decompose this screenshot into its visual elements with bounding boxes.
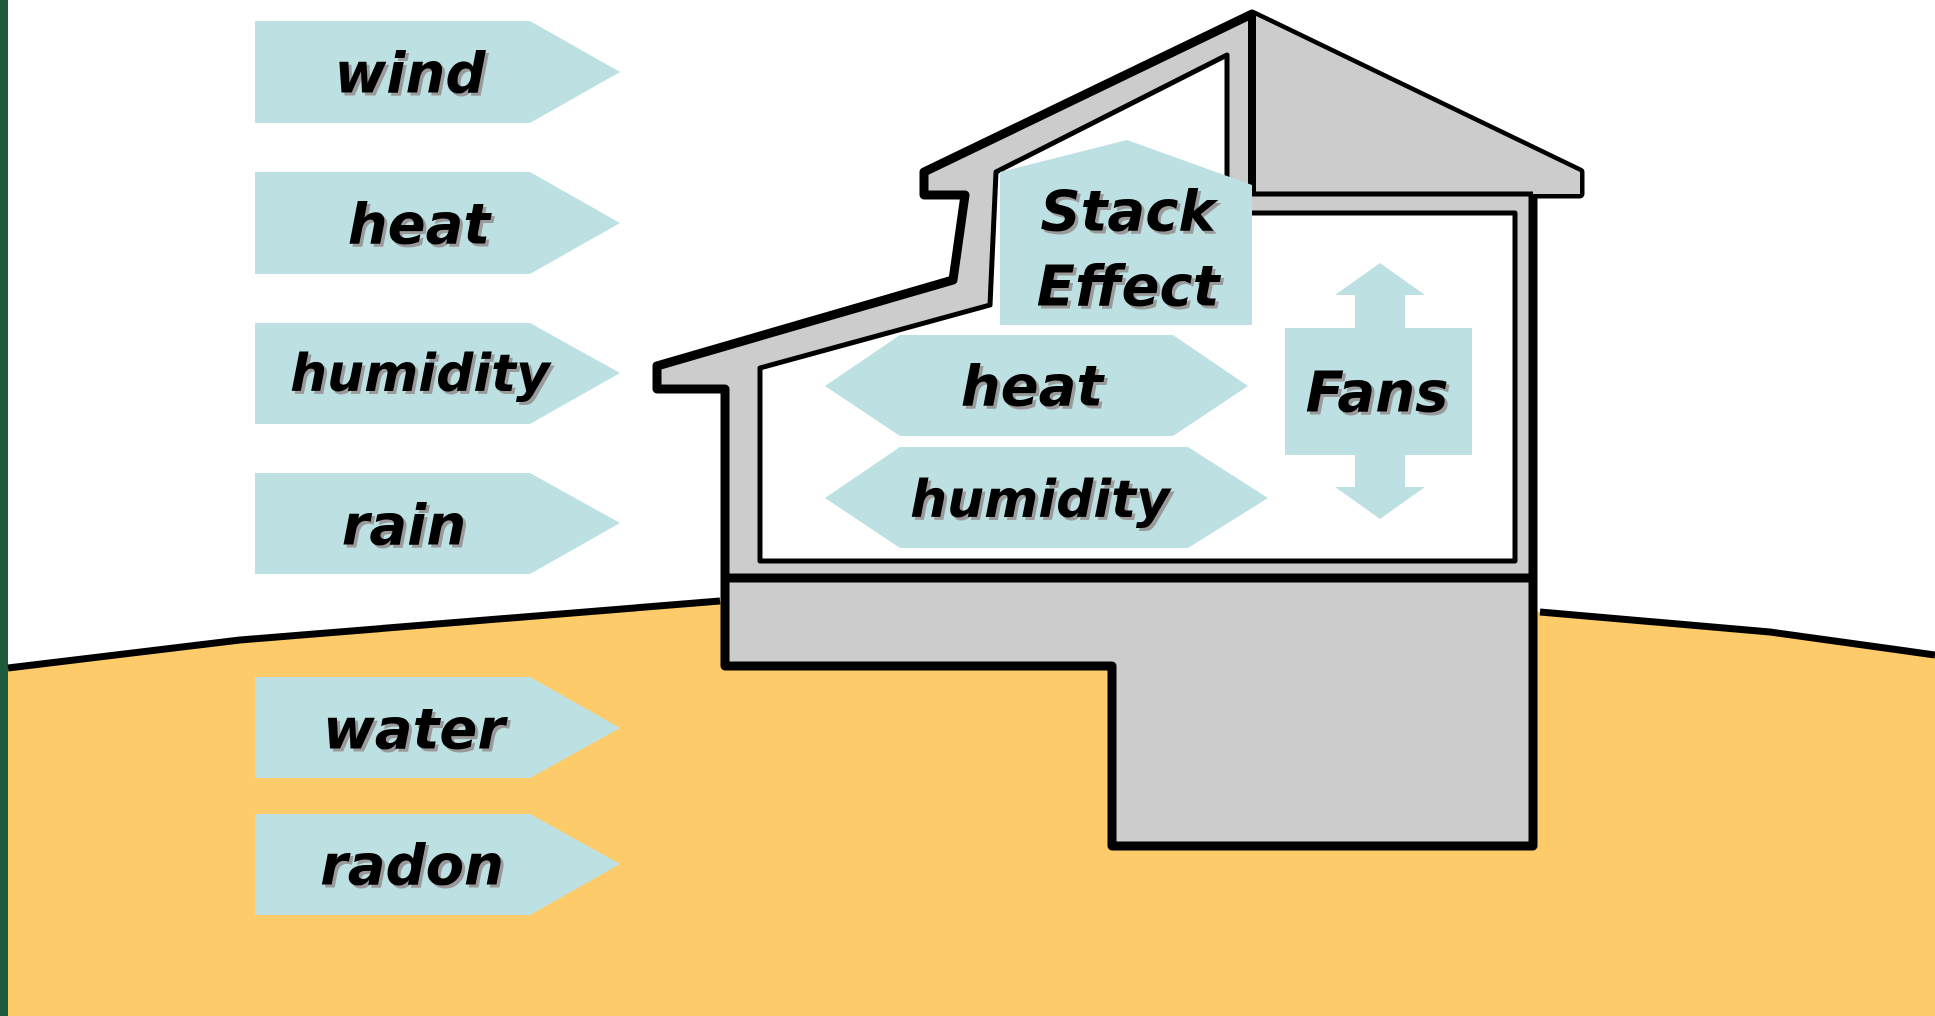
frame-edge [0, 0, 8, 1016]
ground-line-right [1539, 608, 1935, 659]
interior-heat-shadow: heat [964, 358, 1109, 423]
force-label: humidity [290, 344, 552, 404]
force-label: wind [335, 42, 487, 107]
stack-effect-line1: Stack [1040, 180, 1219, 245]
force-radon: radon radon [255, 814, 620, 915]
force-label: radon [320, 834, 504, 899]
vertical-double-arrow-icon [1285, 263, 1472, 519]
up-arrow-icon [1000, 140, 1252, 325]
interior-heat-label: heat [961, 355, 1106, 420]
stack-effect-line2-shadow: Effect [1040, 258, 1225, 323]
fans-shadow: Fans [1309, 364, 1452, 429]
force-shadow: rain [345, 497, 469, 562]
right-arrow-icon [255, 21, 620, 123]
interior-heat: heat heat [825, 335, 1248, 436]
ground-line-left [7, 597, 721, 672]
right-arrow-icon [255, 323, 620, 424]
force-heat: heat heat [255, 172, 620, 274]
force-shadow: radon [323, 837, 507, 902]
force-label: rain [342, 494, 466, 559]
force-label: heat [348, 193, 493, 258]
stack-effect-line1-shadow: Stack [1043, 183, 1222, 248]
stack-effect-line2: Effect [1037, 255, 1222, 320]
force-water: water water [255, 677, 620, 778]
force-humidity: humidity humidity [255, 323, 620, 424]
double-headed-arrow-icon [825, 335, 1248, 436]
force-shadow: wind [338, 45, 490, 110]
interior-humidity-label: humidity [910, 470, 1172, 530]
right-arrow-icon [255, 473, 620, 574]
attic-gable [1252, 14, 1580, 194]
force-shadow: heat [351, 196, 496, 261]
right-arrow-icon [255, 677, 620, 778]
force-label: water [323, 698, 508, 763]
force-shadow: humidity [293, 347, 555, 407]
stack-effect: Stack Stack Effect Effect [1000, 140, 1252, 325]
fans: Fans Fans [1285, 263, 1472, 519]
double-headed-arrow-icon [825, 447, 1268, 548]
interior-humidity-shadow: humidity [913, 473, 1175, 533]
interior-humidity: humidity humidity [825, 447, 1268, 548]
force-wind: wind wind [255, 21, 620, 123]
fans-label: Fans [1306, 361, 1449, 426]
right-arrow-icon [255, 814, 620, 915]
right-arrow-icon [255, 172, 620, 274]
force-rain: rain rain [255, 473, 620, 574]
force-shadow: water [326, 701, 511, 766]
